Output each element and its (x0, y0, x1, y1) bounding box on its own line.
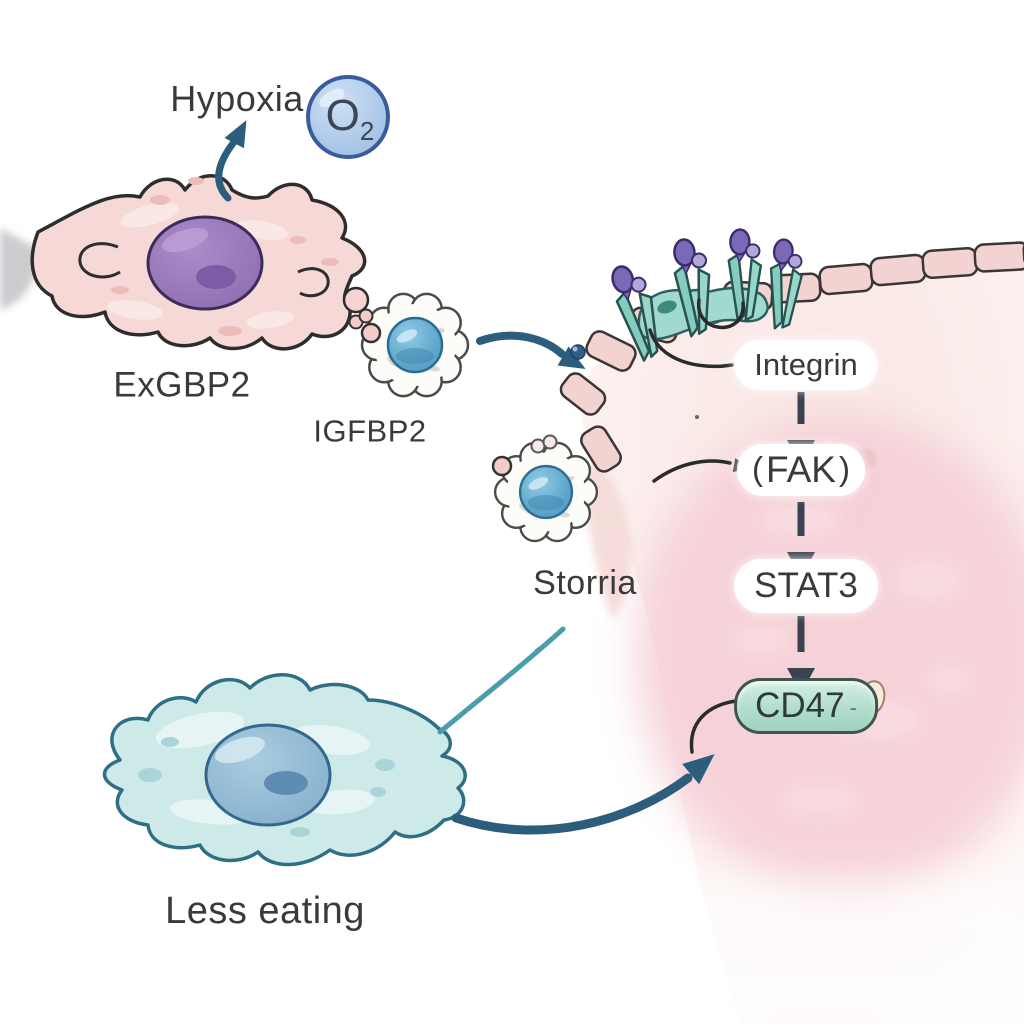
cd47-node: CD47- (734, 678, 878, 734)
integrin-node-label: Integrin (754, 347, 858, 382)
tumor-cell-label: ExGBP2 (113, 365, 251, 405)
macrophage-cell (102, 626, 566, 867)
fak-right-bracket: ) (838, 450, 850, 487)
arrow-fak-to-stat3-icon (787, 502, 815, 578)
speck (695, 415, 699, 419)
integrin-cluster (607, 228, 807, 365)
hypoxia-label: Hypoxia (170, 78, 304, 119)
stat3-node: STAT3 (734, 559, 878, 613)
arrow-exosome-to-membrane-icon (476, 331, 592, 379)
exosome-igfbp2-icon (348, 292, 470, 398)
integrin-node: Integrin (734, 340, 878, 390)
fak-node-label: FAK (766, 449, 836, 490)
macrophage-label: Less eating (165, 890, 365, 932)
arrow-to-hypoxia-icon (215, 114, 257, 202)
cd47-dash: - (849, 694, 857, 720)
fak-left-bracket: ( (752, 450, 764, 487)
fak-node: (FAK) (737, 444, 865, 496)
tumor-cell (30, 174, 370, 351)
arrow-integrin-to-fak-icon (787, 392, 815, 466)
storria-label: Storria (533, 564, 637, 602)
arrow-to-integrin-label-icon (648, 328, 754, 373)
o2-subscript: 2 (359, 115, 375, 146)
cd47-node-label: CD47 (755, 686, 845, 725)
exosome-storria-icon (491, 434, 599, 543)
macrophage-nucleus (204, 723, 332, 827)
released-cargo-dot (570, 344, 586, 360)
budding-vesicle (342, 286, 370, 314)
arrow-to-fak-label-icon (652, 458, 753, 483)
recipient-cell-body (0, 251, 1024, 1024)
arrow-stat3-to-cd47-icon (787, 616, 815, 694)
o2-symbol: O (325, 91, 360, 141)
stat3-node-label: STAT3 (754, 566, 858, 605)
arrow-macrophage-to-cd47-icon (451, 744, 724, 835)
arrows (215, 114, 815, 835)
internalization-hook-arrow-icon (697, 298, 745, 330)
o2-label: O2 (326, 91, 375, 147)
arrow-to-cd47-pill-icon (689, 691, 757, 754)
recipient-cell-inner-region (635, 417, 1024, 893)
exosome-label: IGFBP2 (313, 413, 427, 449)
